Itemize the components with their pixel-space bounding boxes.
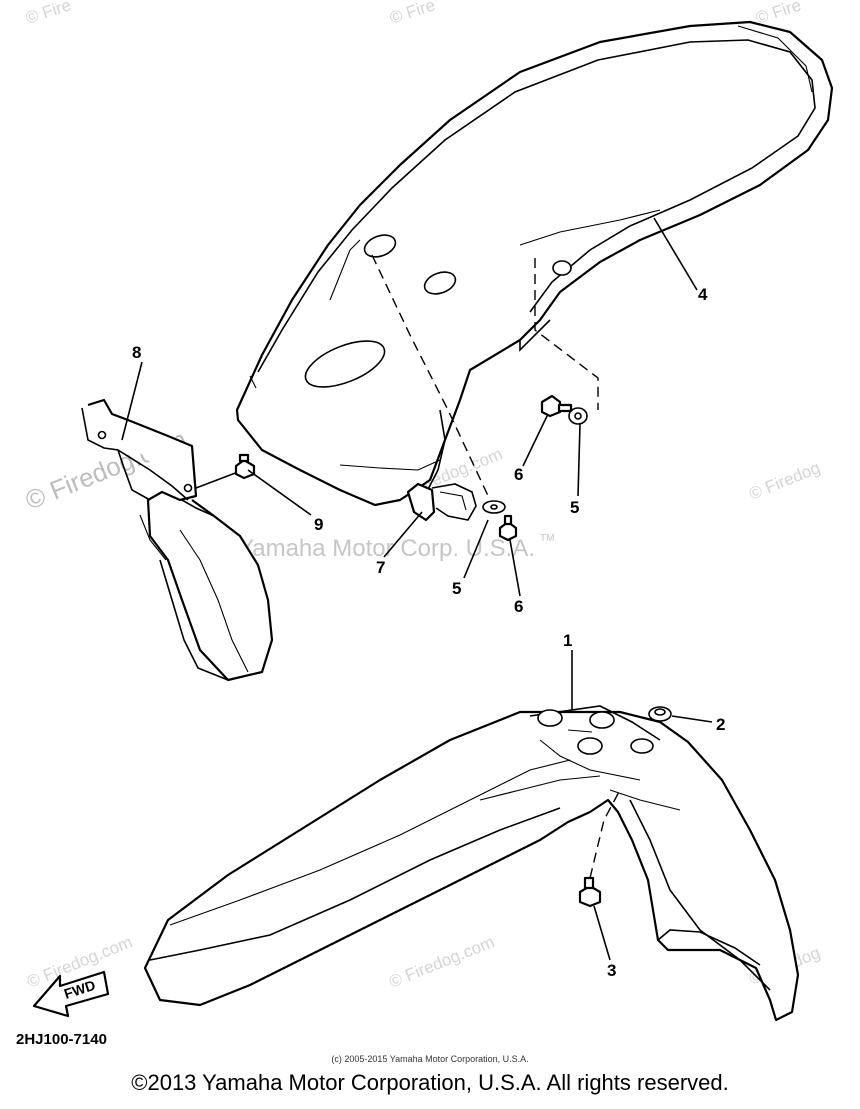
callout-6-lower: 6 <box>514 597 523 616</box>
washer-part-5-lower <box>482 500 506 514</box>
trademark-symbol: TM <box>540 533 554 544</box>
watermark-top-center: © Fire <box>387 0 437 28</box>
grommet-part-2 <box>648 706 672 722</box>
callout-5-lower: 5 <box>452 579 461 598</box>
callout-8: 8 <box>132 343 141 362</box>
bolt-part-6-upper <box>540 394 573 418</box>
callout-7: 7 <box>376 558 385 577</box>
rear-fender <box>235 20 834 507</box>
footer-copyright: ©2013 Yamaha Motor Corporation, U.S.A. A… <box>131 1070 728 1095</box>
callout-4: 4 <box>698 285 708 304</box>
arrow-icon <box>32 970 110 1018</box>
callout-labels: 4 8 9 7 5 6 6 5 1 2 3 <box>132 285 725 980</box>
forward-direction-arrow[interactable]: FWD <box>32 970 110 1018</box>
small-copyright: (c) 2005-2015 Yamaha Motor Corporation, … <box>331 1054 528 1064</box>
bolt-part-3 <box>578 789 621 908</box>
bolt-part-6-lower <box>498 514 518 542</box>
clamp-part-7 <box>406 482 477 522</box>
washer-part-5-upper <box>568 407 588 425</box>
leader-lines <box>121 217 713 961</box>
callout-6-upper: 6 <box>514 465 523 484</box>
callout-3: 3 <box>607 961 616 980</box>
rear-flap-part-8 <box>81 398 274 682</box>
watermark-mid-right: © Firedog <box>746 458 823 504</box>
callout-9: 9 <box>314 515 323 534</box>
watermark-bottom-center: © Firedog.com <box>386 932 497 991</box>
callout-5-upper: 5 <box>570 498 579 517</box>
screw-part-9 <box>234 453 256 480</box>
diagram-code: 2HJ100-7140 <box>16 1031 107 1048</box>
front-fender <box>143 705 800 1022</box>
trademark-watermark: Yamaha Motor Corp. U.S.A. <box>238 535 535 562</box>
callout-2: 2 <box>716 715 725 734</box>
callout-1: 1 <box>563 631 572 650</box>
watermark-top-left: © Fire <box>23 0 73 28</box>
